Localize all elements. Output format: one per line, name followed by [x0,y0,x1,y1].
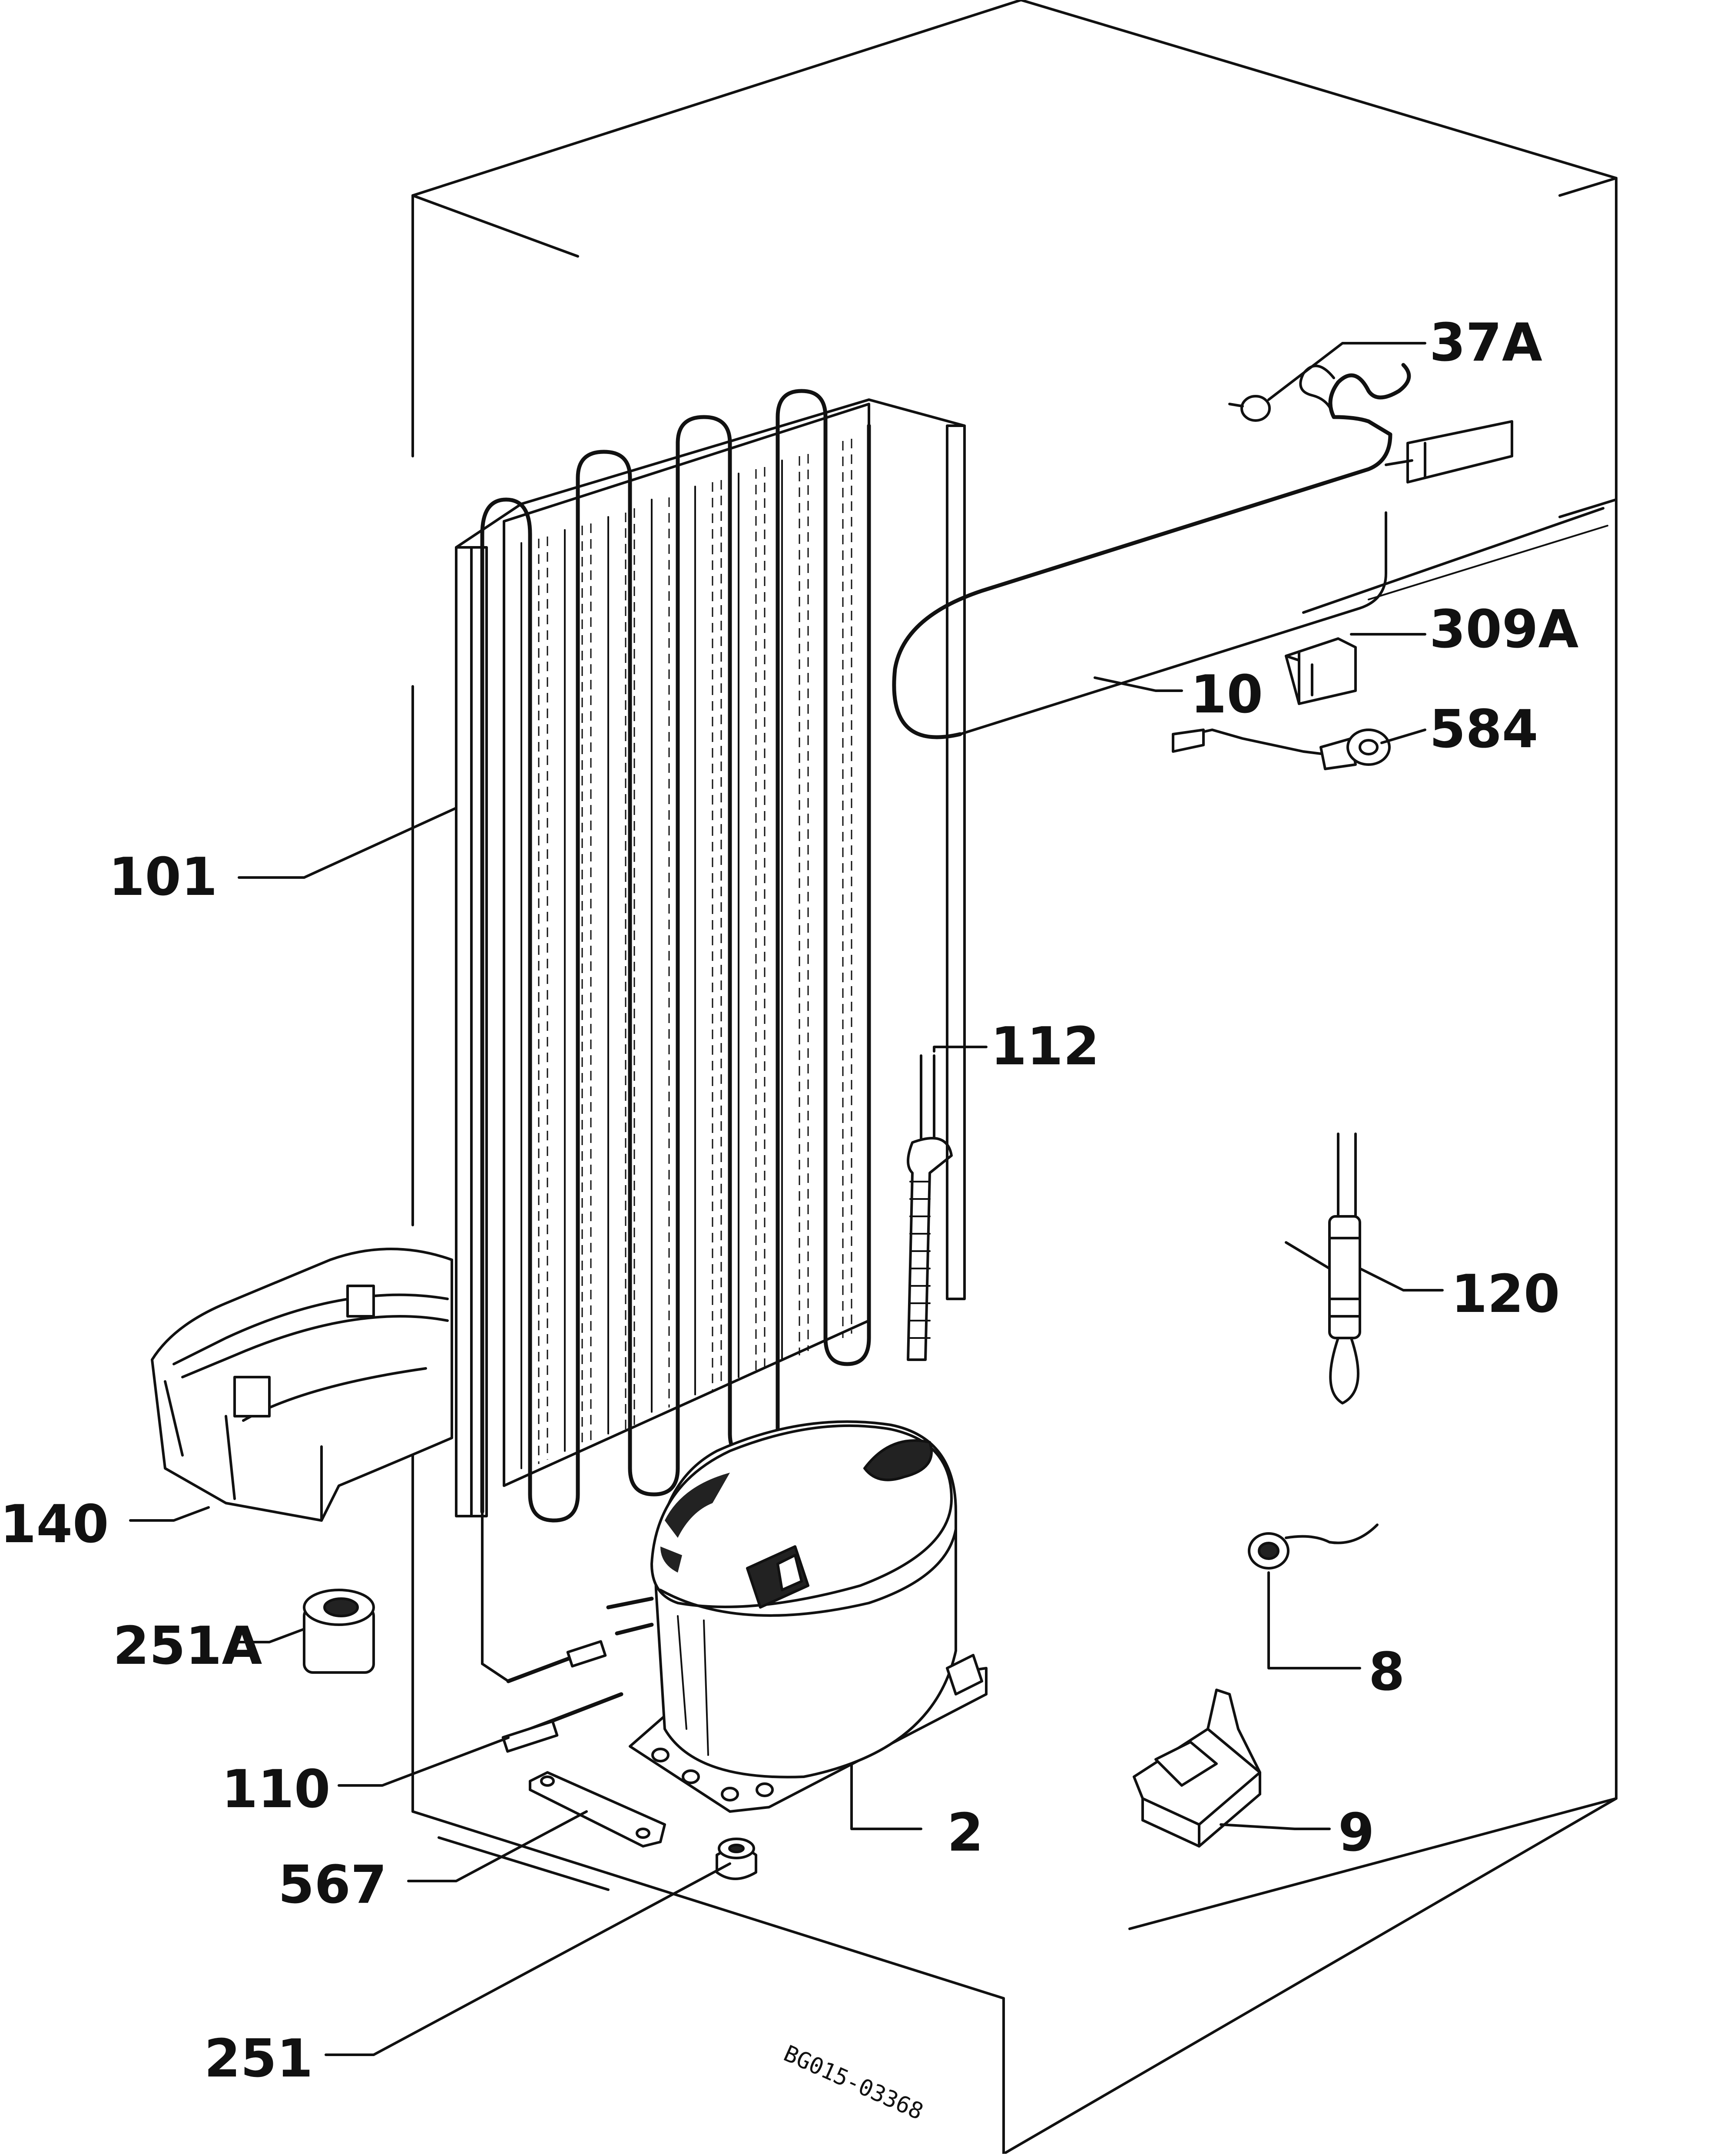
callout-140: 140 [0,1494,109,1555]
callout-120: 120 [1451,1264,1560,1325]
pipe-10 [892,363,1513,739]
capillary-110 [501,1596,654,1753]
compressor-2 [629,1420,988,1813]
callout-110: 110 [222,1759,331,1820]
callout-309A: 309A [1429,599,1578,660]
callout-9: 9 [1338,1803,1375,1863]
cabinet-outline [411,0,1618,2155]
callout-251A: 251A [113,1616,262,1676]
callout-567: 567 [278,1855,387,1915]
callout-251: 251 [204,2029,313,2089]
callout-2: 2 [947,1803,984,1863]
callout-37A: 37A [1429,313,1542,373]
relay-connector-120 [1285,1133,1361,1404]
grommet-251a [303,1589,375,1674]
condenser-101 [455,389,966,1682]
clip-bracket-9 [1133,1689,1261,1848]
grommet-wire-8 [1248,1523,1379,1570]
rubber-foot-251 [716,1838,757,1880]
callout-10: 10 [1190,665,1263,725]
callout-112: 112 [991,1017,1100,1077]
callout-101: 101 [109,847,218,907]
leader-lines [129,342,1444,2056]
cover-clip-309a [1285,637,1357,705]
sleeve-112 [907,1054,953,1361]
plate-567 [529,1771,666,1848]
clip-37a [1228,395,1271,422]
sensor-probe-584 [1172,729,1391,770]
callout-584: 584 [1429,699,1538,760]
callout-labels: 37A 309A 10 584 101 112 120 140 251A 110… [0,313,1578,2125]
callout-8: 8 [1369,1642,1405,1702]
drip-tray-140 [151,1248,453,1522]
serial-code: BG015-03368 [780,2040,927,2125]
